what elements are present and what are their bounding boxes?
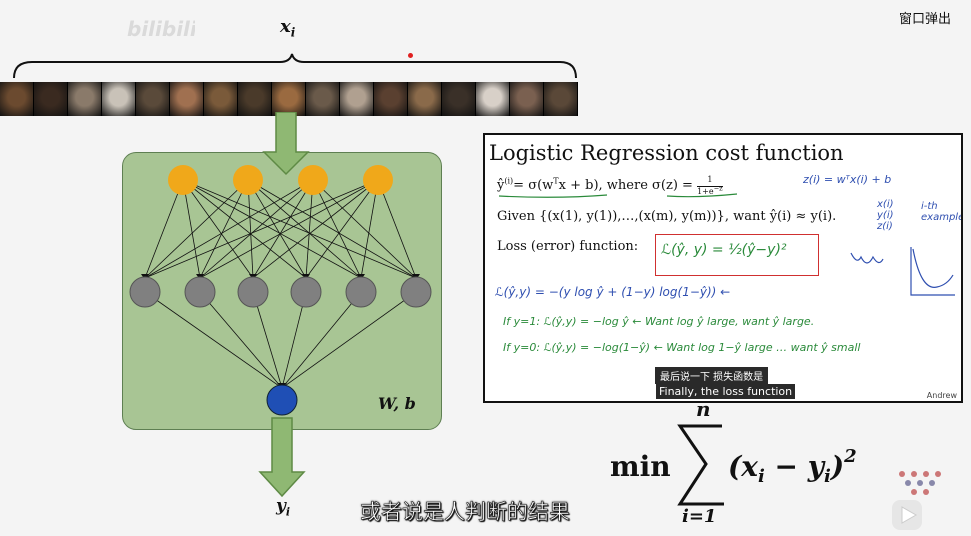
slide-author: Andrew [926,391,957,400]
objective-formula: min n i=1 (xi − yi)2 [610,397,857,526]
edge [247,179,417,279]
edge [199,291,283,389]
edge [144,179,249,279]
prediction-underline [498,193,738,198]
sigma-symbol [677,424,724,506]
edge [144,179,184,279]
cross-entropy-loss: ℒ(ŷ,y) = −(y log ŷ + (1−y) log(1−ŷ)) ← [495,285,731,299]
edge [247,179,254,279]
input-arrow [262,112,310,176]
hidden-node [345,276,377,308]
cat-image [102,82,136,116]
edge [182,179,362,279]
output-label: yi [276,496,291,519]
edge [199,179,379,279]
cat-image-strip [0,82,578,116]
output-node [266,384,298,416]
edge [182,179,201,279]
formula-sum-top: n [696,397,711,421]
edge [252,179,379,279]
svg-text:bilibili: bilibili [127,17,195,41]
z-definition: z(i) = wᵀx(i) + b [803,173,892,186]
cat-image [238,82,272,116]
input-node [233,165,263,195]
lecture-slide: Logistic Regression cost function ŷ(i)= … [483,133,963,403]
hidden-node [400,276,432,308]
cat-image [510,82,544,116]
ith-example-note: i-th example [921,201,963,223]
bilibili-logo: bilibili [125,14,198,44]
input-node [168,165,198,195]
edge [199,179,249,279]
cat-image [374,82,408,116]
cat-image [306,82,340,116]
cat-image [136,82,170,116]
edge [182,179,307,279]
cat-image [68,82,102,116]
play-logo-icon[interactable] [888,466,954,534]
edge [247,179,362,279]
cat-image [272,82,306,116]
edge [305,179,314,279]
edge [281,291,307,389]
formula-body: (xi − yi)2 [728,446,857,487]
cat-image [544,82,578,116]
case-y-equals-0: If y=0: ℒ(ŷ,y) = −log(1−ŷ) ← Want log 1−… [503,341,861,354]
edge [281,291,417,389]
hidden-node [290,276,322,308]
output-arrow [258,417,306,498]
formula-sum-bottom: i=1 [682,506,716,526]
video-subtitle: 或者说是人判断的结果 [360,500,571,525]
edge [360,179,379,279]
neural-network-diagram [129,112,432,498]
pointer-dot [408,53,413,58]
sketch-curves [850,247,955,296]
edge [312,179,362,279]
edge [144,291,283,389]
input-node [363,165,393,195]
slide-subtitle-chinese: 最后说一下 损失函数是 [655,367,769,384]
edge [252,291,283,389]
input-brace [13,53,577,79]
input-node [298,165,328,195]
cat-image [204,82,238,116]
cat-image [0,82,34,116]
edge [247,179,307,279]
loss-box-text: ℒ(ŷ, y) = ½(ŷ−y)² [661,242,787,258]
cat-image [340,82,374,116]
slide-line-loss: Loss (error) function: [497,239,639,254]
edge [144,179,379,279]
hidden-node [184,276,216,308]
case-y-equals-1: If y=1: ℒ(ŷ,y) = −log ŷ ← Want log ŷ lar… [503,315,815,328]
weights-label: W, b [378,394,416,413]
loss-box [655,234,819,276]
network-nodes [129,165,432,416]
slide-line-given: Given {(x(1), y(1)),…,(x(m), y(m))}, wan… [497,209,837,224]
edge [144,179,314,279]
edge [252,179,314,279]
network-edges [141,179,420,389]
edge [182,179,254,279]
formula-min: min [610,450,671,483]
edge [377,179,417,279]
input-label: xi [280,16,296,40]
cat-image [442,82,476,116]
cat-image [170,82,204,116]
cat-image [408,82,442,116]
hidden-node [237,276,269,308]
edge [182,179,417,279]
slide-subtitle-english: Finally, the loss function [656,384,796,399]
hidden-node [129,276,161,308]
edge [281,291,362,389]
cat-image [476,82,510,116]
popout-window-button[interactable]: 窗口弹出 [898,12,951,27]
cat-image [34,82,68,116]
variable-notes: x(i) y(i) z(i) [877,199,894,232]
slide-title: Logistic Regression cost function [489,141,844,165]
edge [305,179,379,279]
edge [199,179,314,279]
edge [312,179,417,279]
